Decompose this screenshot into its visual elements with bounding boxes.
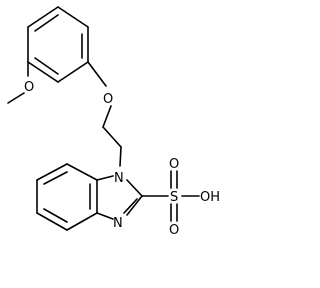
imidazole-ring: [96, 175, 143, 220]
methoxy-group: [7, 61, 29, 104]
molecule-drawing: O O N N S O O OH: [7, 6, 220, 238]
n1-nitrogen-label: N: [114, 171, 124, 186]
sulfonic-acid-group: [141, 170, 200, 222]
methoxyphenyl-ring: [27, 6, 89, 83]
ethoxy-linker: [87, 61, 122, 167]
benzo-ring: [36, 163, 98, 231]
structure-canvas: O O N N S O O OH: [7, 6, 220, 238]
sulfonyl-oxygen-top-label: O: [169, 157, 179, 172]
n3-nitrogen-label: N: [113, 216, 123, 231]
sulfonyl-oxygen-bottom-label: O: [169, 223, 179, 238]
methoxy-oxygen-label: O: [24, 80, 34, 95]
hydroxyl-label: OH: [200, 190, 220, 205]
ether-oxygen-label: O: [103, 92, 113, 107]
sulfur-label: S: [170, 190, 178, 205]
